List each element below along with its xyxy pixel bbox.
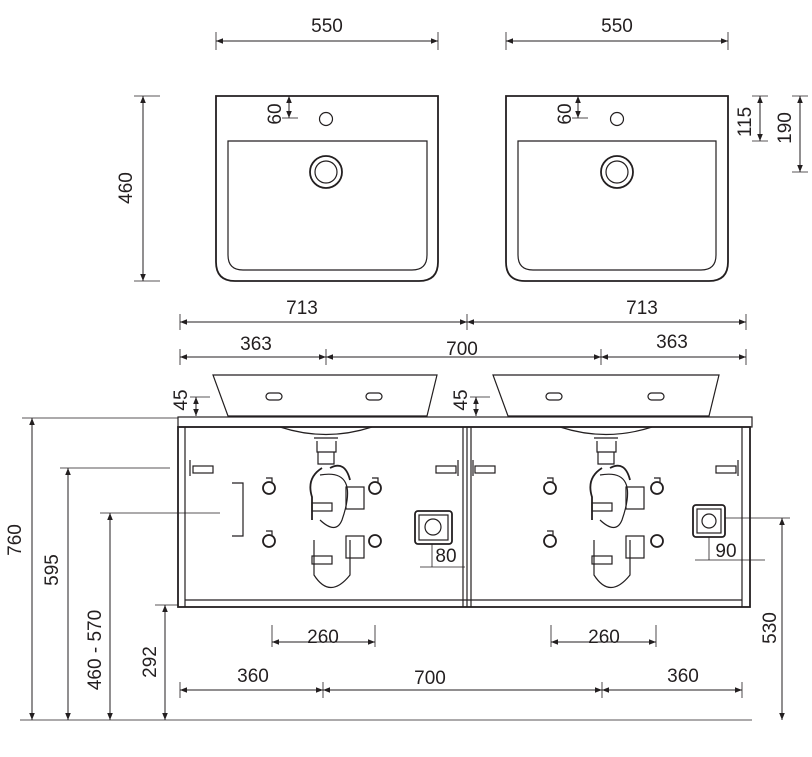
dimension-label: 360 — [237, 666, 269, 687]
drain-icon — [309, 155, 343, 189]
hinge-icon — [715, 460, 739, 476]
dimension-label: 292 — [140, 646, 161, 678]
dimension-360-700-360: 360 700 360 — [179, 666, 743, 698]
valve-icon — [262, 530, 276, 548]
dimension-label: 115 — [735, 107, 756, 137]
dimension-80: 80 — [420, 544, 465, 568]
valve-icon — [262, 477, 276, 495]
dimension-713-left: 713 — [179, 298, 468, 330]
dimension-713-right: 713 — [467, 298, 747, 330]
dimension-550-right: 550 — [505, 16, 729, 50]
dimension-label: 363 — [656, 332, 688, 353]
dimension-label: 60 — [555, 103, 576, 124]
dimension-595: 595 — [42, 468, 71, 720]
dimension-363-700-363: 363 700 363 — [179, 332, 747, 365]
overflow-icon — [265, 392, 283, 401]
vessel-basin-left — [212, 374, 438, 417]
dimension-label: 550 — [311, 16, 343, 37]
dimension-460: 460 — [116, 95, 160, 282]
basin-top-view-right — [505, 95, 729, 282]
overflow-icon — [545, 392, 563, 401]
valve-icon — [543, 477, 557, 495]
siphon-left — [309, 437, 365, 589]
dimension-90: 90 — [695, 517, 790, 562]
dimension-label: 460 - 570 — [85, 610, 106, 690]
dimension-260-left: 260 — [271, 625, 376, 648]
dimension-190: 190 — [775, 95, 808, 173]
dimension-260-right: 260 — [550, 625, 657, 648]
hinge-icon — [472, 460, 496, 476]
dimension-115: 115 — [735, 95, 768, 142]
dimension-label: 360 — [667, 666, 699, 687]
dimension-label: 260 — [588, 627, 620, 648]
valves — [262, 477, 664, 548]
dimension-45-left: 45 — [171, 389, 210, 416]
power-socket-left-icon — [414, 510, 453, 545]
power-socket-right-icon — [692, 504, 726, 538]
dimension-label: 45 — [171, 389, 192, 410]
dimension-label: 550 — [601, 16, 633, 37]
dimension-label: 363 — [240, 334, 272, 355]
hinge-icon — [189, 460, 214, 476]
extension-lines — [20, 417, 752, 721]
valve-icon — [368, 477, 382, 495]
hinge-icon — [435, 460, 459, 476]
dimension-460-570: 460 - 570 — [85, 513, 113, 720]
valve-icon — [650, 534, 664, 548]
dimension-label: 80 — [435, 546, 456, 567]
valve-icon — [368, 534, 382, 548]
valve-icon — [650, 477, 664, 495]
countertop — [177, 416, 753, 428]
valve-icon — [543, 530, 557, 548]
dimension-60-left: 60 — [265, 96, 298, 125]
overflow-icon — [365, 392, 383, 401]
basin-top-view-left — [215, 95, 439, 282]
dimension-label: 713 — [286, 298, 318, 319]
dimension-label: 595 — [42, 554, 63, 586]
dimension-760: 760 — [5, 418, 35, 720]
dimension-45-right: 45 — [451, 389, 490, 416]
siphon-right — [589, 437, 645, 589]
dimension-label: 700 — [414, 668, 446, 689]
dimension-292: 292 — [140, 605, 168, 720]
dimension-label: 700 — [446, 339, 478, 360]
dimension-label: 45 — [451, 389, 472, 410]
dimension-label: 760 — [5, 524, 26, 556]
dimension-60-right: 60 — [555, 96, 588, 125]
dimension-label: 190 — [775, 112, 796, 144]
dimension-label: 90 — [715, 541, 736, 562]
dimension-550-left: 550 — [215, 16, 439, 50]
dimension-label: 530 — [760, 612, 781, 644]
overflow-icon — [647, 392, 665, 401]
dimension-label: 713 — [626, 298, 658, 319]
dimension-530: 530 — [760, 518, 785, 720]
cabinet — [177, 416, 753, 608]
dimension-label: 260 — [307, 627, 339, 648]
vessel-basin-right — [492, 374, 720, 417]
tap-hole-icon — [318, 111, 334, 127]
dimension-label: 60 — [265, 103, 286, 124]
tap-hole-icon — [609, 111, 625, 127]
dimension-label: 460 — [116, 172, 137, 204]
drain-icon — [600, 155, 634, 189]
